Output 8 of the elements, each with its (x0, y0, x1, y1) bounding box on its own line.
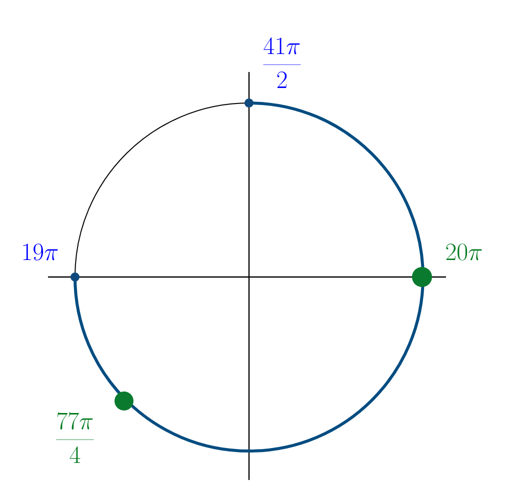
point (70, 272, 80, 282)
point-label: $20\pi$ (446, 244, 482, 260)
point (114, 392, 134, 410)
point-label: $19\pi$ (23, 244, 58, 260)
point-label: $\frac{41\pi}{2}$ (263, 37, 301, 88)
point-label: $\frac{77\pi}{4}$ (56, 412, 94, 463)
point (244, 98, 254, 108)
point (412, 267, 432, 287)
